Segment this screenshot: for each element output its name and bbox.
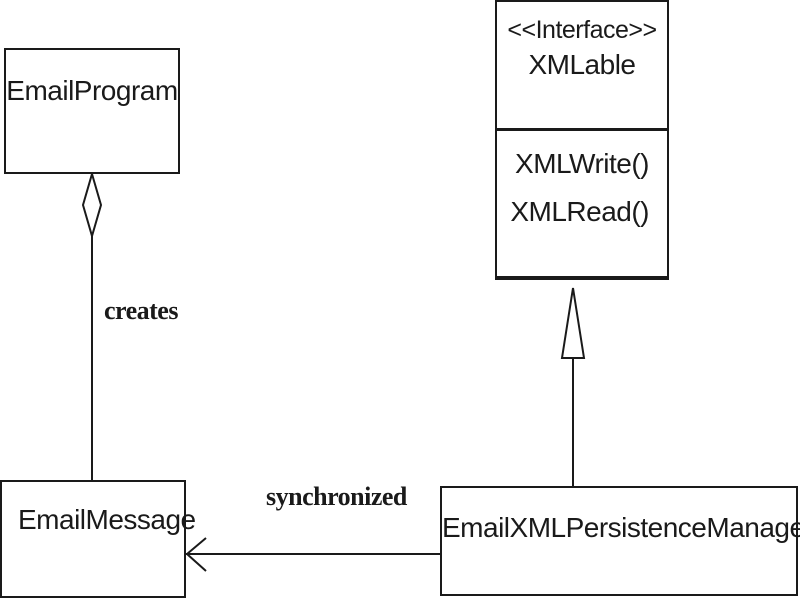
relationship-label-creates: creates — [104, 296, 178, 325]
stereotype-label: <<Interface>> — [507, 16, 657, 44]
interface-xmlable: <<Interface>> XMLable XMLWrite() XMLRead… — [495, 0, 669, 280]
aggregation-diamond-icon — [81, 170, 103, 240]
compartment-divider — [497, 128, 667, 131]
class-emailmessage: EmailMessage — [0, 480, 196, 598]
class-name: EmailMessage — [18, 504, 196, 535]
operation-item: XMLRead() — [510, 196, 649, 227]
open-arrowhead-icon — [185, 537, 207, 572]
class-emailprogram: EmailProgram — [4, 48, 180, 174]
relationship-label-synchronized: synchronized — [266, 482, 407, 511]
class-emailxmlpersistencemanager: EmailXMLPersistenceManager — [440, 486, 800, 596]
realization-triangle-icon — [560, 287, 586, 359]
class-name: EmailXMLPersistenceManager — [442, 512, 800, 543]
class-name: XMLable — [528, 49, 636, 80]
class-name: EmailProgram — [6, 75, 178, 106]
operation-item: XMLWrite() — [515, 148, 649, 179]
operations-list: XMLWrite() XMLRead() — [497, 140, 667, 236]
